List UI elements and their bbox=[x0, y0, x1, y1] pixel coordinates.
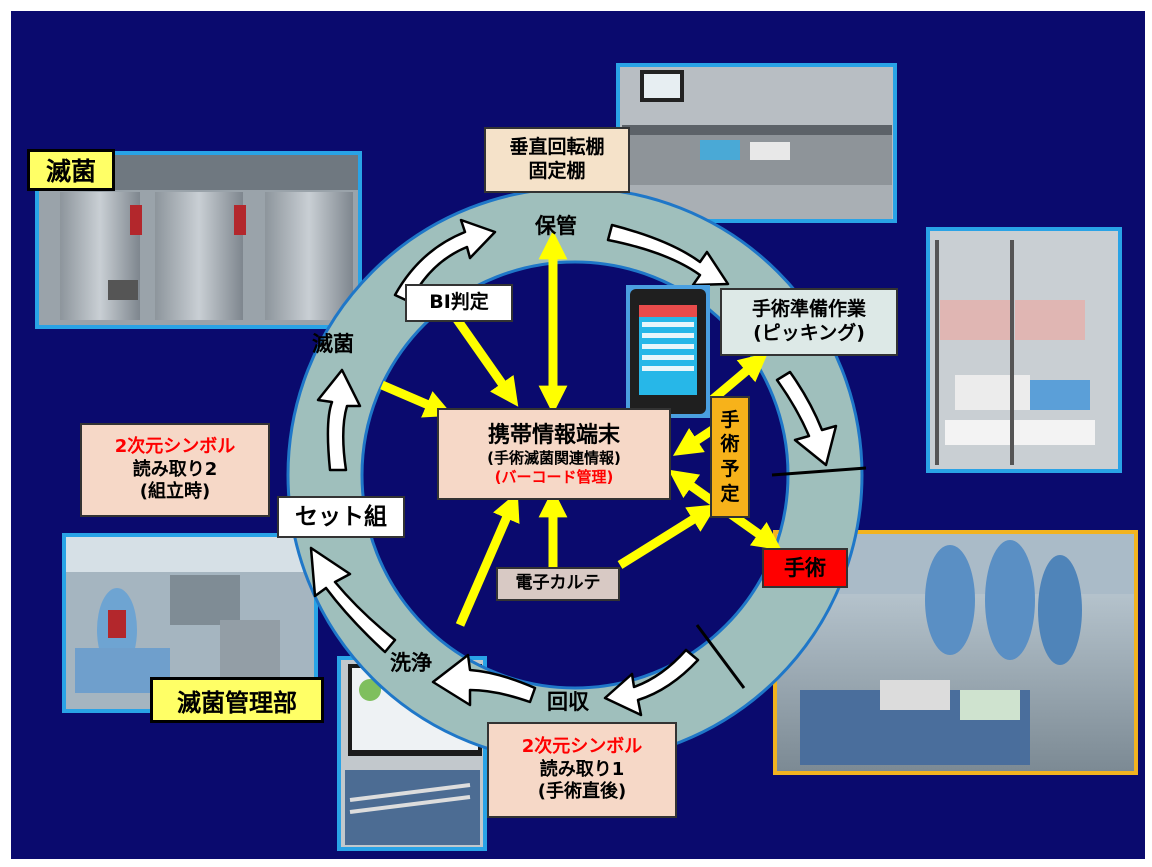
arrow-picking-to-surgery bbox=[775, 370, 838, 467]
schedule-char-1: 手 bbox=[720, 408, 740, 431]
arrow-recovery-to-washing bbox=[431, 653, 537, 707]
surgery-box: 手術 bbox=[762, 548, 848, 588]
ring-label-storage: 保管 bbox=[535, 214, 577, 238]
arrow-sterilize-to-storage bbox=[393, 218, 497, 304]
terminal-subtitle: (手術滅菌関連情報) bbox=[487, 449, 621, 467]
surgery-schedule-box: 手 術 予 定 bbox=[710, 396, 750, 518]
picking-box: 手術準備作業 (ピッキング) bbox=[720, 288, 898, 356]
terminal-title: 携帯情報端末 bbox=[487, 422, 620, 448]
read2-line2: 読み取り2 bbox=[132, 458, 218, 480]
read1-box: 2次元シンボル 読み取り1 (手術直後) bbox=[487, 722, 677, 818]
shelf-box-line2: 固定棚 bbox=[528, 160, 586, 182]
read2-symbol-label: 2次元シンボル bbox=[114, 436, 236, 458]
cart-photo bbox=[926, 227, 1122, 473]
arrow-storage-to-picking bbox=[606, 223, 730, 287]
read2-box: 2次元シンボル 読み取り2 (組立時) bbox=[80, 423, 270, 517]
terminal-barcode-label: (バーコード管理) bbox=[494, 467, 614, 486]
ring-divider-bottom bbox=[695, 624, 746, 689]
arrow-bi-terminal bbox=[452, 315, 519, 407]
read1-line2: 読み取り1 bbox=[539, 758, 625, 780]
department-photo-label: 滅菌管理部 bbox=[150, 677, 324, 723]
handheld-terminal-image bbox=[626, 285, 710, 418]
cycle-arrows bbox=[309, 218, 838, 717]
shelf-box: 垂直回転棚 固定棚 bbox=[484, 127, 630, 193]
arrow-karte-schedule bbox=[617, 504, 718, 569]
portable-terminal-box: 携帯情報端末 (手術滅菌関連情報) (バーコード管理) bbox=[437, 408, 671, 500]
read2-line3: (組立時) bbox=[139, 481, 211, 503]
picking-box-line1: 手術準備作業 bbox=[751, 298, 866, 321]
shelf-box-line1: 垂直回転棚 bbox=[509, 136, 605, 159]
ring-label-sterilize: 滅菌 bbox=[312, 332, 354, 356]
bi-judgement-box: BI判定 bbox=[405, 284, 513, 322]
arrow-sterilize-terminal bbox=[380, 380, 454, 418]
shelf-photo bbox=[616, 63, 897, 223]
schedule-char-4: 定 bbox=[720, 482, 740, 505]
set-assembly-box: セット組 bbox=[277, 496, 405, 538]
schedule-char-2: 術 bbox=[720, 433, 740, 456]
ring-label-washing: 洗浄 bbox=[390, 651, 432, 675]
schedule-char-3: 予 bbox=[720, 458, 740, 480]
ring-divider-top bbox=[771, 466, 867, 477]
read1-symbol-label: 2次元シンボル bbox=[521, 736, 643, 758]
sterilizer-photo bbox=[35, 151, 362, 329]
picking-box-line2: (ピッキング) bbox=[753, 322, 865, 344]
sterilizer-photo-label: 滅菌 bbox=[27, 149, 115, 191]
arrow-surgery-to-recovery bbox=[603, 648, 700, 717]
e-karte-box: 電子カルテ bbox=[496, 567, 620, 601]
read1-line3: (手術直後) bbox=[537, 781, 627, 803]
arrow-washing-to-set bbox=[309, 546, 397, 654]
ring-label-recovery: 回収 bbox=[547, 690, 589, 714]
arrow-washing-terminal bbox=[455, 491, 520, 627]
arrow-set-to-sterilize bbox=[316, 368, 362, 472]
